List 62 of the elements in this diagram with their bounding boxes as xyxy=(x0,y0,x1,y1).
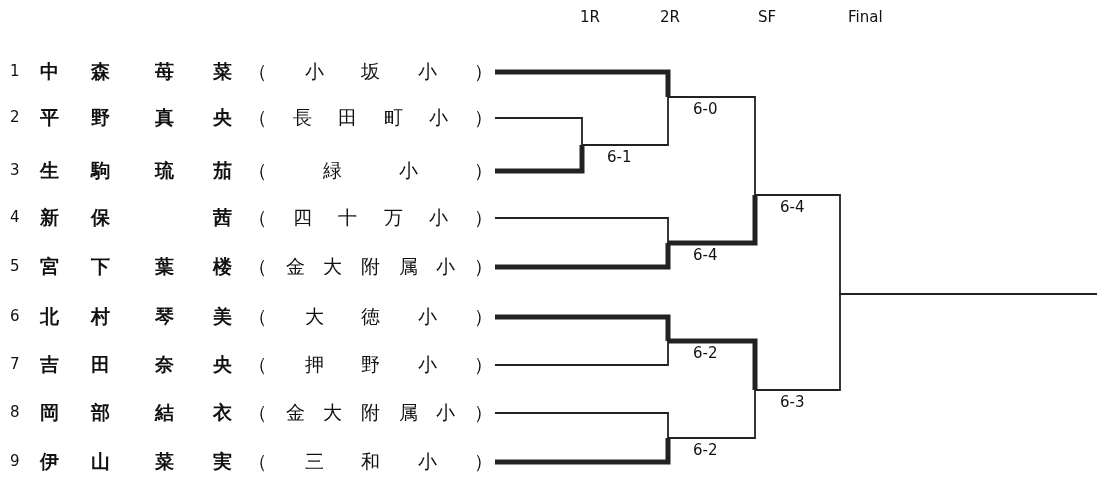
player-given-name: 結衣 xyxy=(155,400,232,425)
score-label: 6-0 xyxy=(693,100,718,118)
player-surname: 岡部 xyxy=(40,400,110,425)
entry-number: 1 xyxy=(10,62,21,80)
entry-number: 8 xyxy=(10,403,21,421)
score-label: 6-3 xyxy=(780,393,805,411)
bracket-line xyxy=(495,69,671,97)
school-name: （四十万小） xyxy=(248,205,493,230)
player-surname: 中森 xyxy=(40,59,110,84)
player-surname: 吉田 xyxy=(40,352,110,377)
bracket-line xyxy=(495,438,671,465)
player-surname: 新保 xyxy=(40,205,110,230)
round-heading: 1R xyxy=(580,8,600,26)
entry-number: 4 xyxy=(10,208,21,226)
school-name: （緑小） xyxy=(248,158,493,183)
school-name: （小坂小） xyxy=(248,59,493,84)
player-surname: 宮下 xyxy=(40,254,110,279)
player-given-name: 真央 xyxy=(155,105,232,130)
bracket-line xyxy=(668,195,758,246)
player-given-name: 茜 xyxy=(212,205,232,230)
bracket-line xyxy=(754,293,1098,391)
round-heading: SF xyxy=(758,8,777,26)
bracket-line xyxy=(667,96,756,196)
player-given-name: 菜実 xyxy=(155,449,232,474)
player-surname: 平野 xyxy=(40,105,110,130)
entry-number: 2 xyxy=(10,108,21,126)
entry-number: 6 xyxy=(10,307,21,325)
score-label: 6-2 xyxy=(693,344,718,362)
round-heading: 2R xyxy=(660,8,680,26)
player-given-name: 苺菜 xyxy=(155,59,232,84)
bracket-line xyxy=(494,412,669,439)
school-name: （大徳小） xyxy=(248,304,493,329)
bracket-line xyxy=(495,314,671,341)
player-surname: 北村 xyxy=(40,304,110,329)
bracket-line xyxy=(495,145,585,174)
school-name: （長田町小） xyxy=(248,105,493,130)
entry-number: 7 xyxy=(10,355,21,373)
player-surname: 伊山 xyxy=(40,449,110,474)
score-label: 6-4 xyxy=(693,246,718,264)
bracket-line xyxy=(667,389,756,439)
bracket-line xyxy=(494,117,583,146)
school-name: （金大附属小） xyxy=(248,254,493,279)
school-name: （金大附属小） xyxy=(248,400,493,425)
bracket-line xyxy=(494,217,669,244)
score-label: 6-1 xyxy=(607,148,632,166)
player-given-name: 琴美 xyxy=(155,304,232,329)
bracket-line xyxy=(494,340,669,366)
score-label: 6-4 xyxy=(780,198,805,216)
player-given-name: 琉茄 xyxy=(155,158,232,183)
school-name: （押野小） xyxy=(248,352,493,377)
score-label: 6-2 xyxy=(693,441,718,459)
bracket-line xyxy=(495,243,671,270)
player-given-name: 奈央 xyxy=(155,352,232,377)
bracket-line xyxy=(581,96,669,146)
round-heading: Final xyxy=(848,8,883,26)
entry-number: 9 xyxy=(10,452,21,470)
entry-number: 5 xyxy=(10,257,21,275)
bracket-line xyxy=(668,338,758,390)
entry-number: 3 xyxy=(10,161,21,179)
school-name: （三和小） xyxy=(248,449,493,474)
player-surname: 生駒 xyxy=(40,158,110,183)
player-given-name: 葉楼 xyxy=(155,254,232,279)
